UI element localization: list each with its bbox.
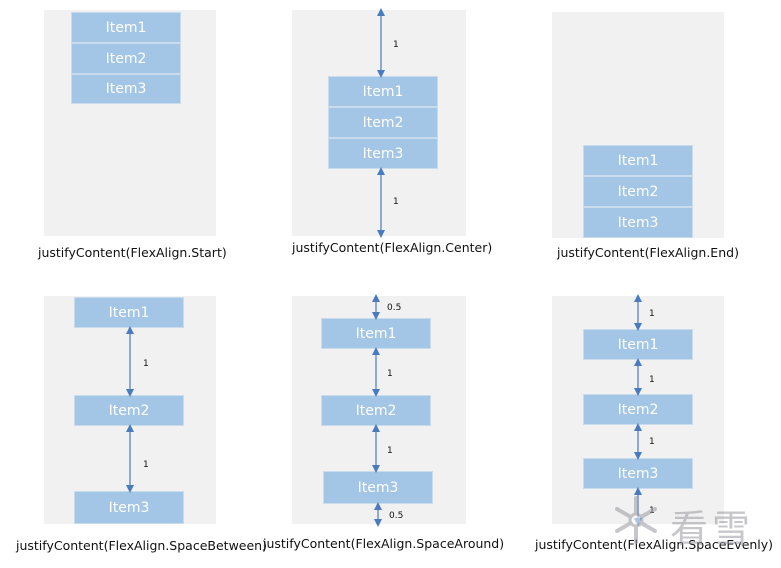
gap-label-around-top: 0.5 <box>387 303 402 313</box>
gap-label-around-1: 1 <box>387 369 393 379</box>
gap-label-evenly-1: 1 <box>649 309 655 319</box>
gap-label-center-bottom: 1 <box>393 197 399 207</box>
gap-label-around-bottom: 0.5 <box>389 511 404 521</box>
caption-space-between: justifyContent(FlexAlign.SpaceBetween) <box>16 538 267 553</box>
gap-label-between-1: 1 <box>143 359 149 369</box>
item-start-2: Item2 <box>71 43 181 74</box>
item-between-2: Item2 <box>74 395 184 426</box>
item-evenly-1: Item1 <box>583 329 693 360</box>
caption-space-evenly: justifyContent(FlexAlign.SpaceEvenly) <box>535 537 774 552</box>
item-end-3: Item3 <box>583 207 693 238</box>
watermark: 看雪 <box>608 492 778 552</box>
caption-center: justifyContent(FlexAlign.Center) <box>292 240 493 255</box>
gap-label-around-2: 1 <box>387 446 393 456</box>
gap-label-evenly-2: 1 <box>649 375 655 385</box>
snowflake-logo-icon <box>615 496 657 544</box>
gap-label-evenly-3: 1 <box>649 437 655 447</box>
watermark-text: 看雪 <box>670 507 755 551</box>
gap-label-center-top: 1 <box>393 40 399 50</box>
item-start-3: Item3 <box>71 74 181 104</box>
caption-end: justifyContent(FlexAlign.End) <box>557 245 739 260</box>
item-between-3: Item3 <box>74 491 184 524</box>
caption-start: justifyContent(FlexAlign.Start) <box>38 245 227 260</box>
caption-space-around: justifyContent(FlexAlign.SpaceAround) <box>263 536 505 551</box>
item-evenly-2: Item2 <box>583 394 693 425</box>
item-between-1: Item1 <box>74 297 184 328</box>
item-start-1: Item1 <box>71 12 181 43</box>
item-end-2: Item2 <box>583 176 693 207</box>
gap-label-between-2: 1 <box>143 460 149 470</box>
item-end-1: Item1 <box>583 145 693 176</box>
item-center-2: Item2 <box>328 107 438 138</box>
item-center-3: Item3 <box>328 138 438 169</box>
